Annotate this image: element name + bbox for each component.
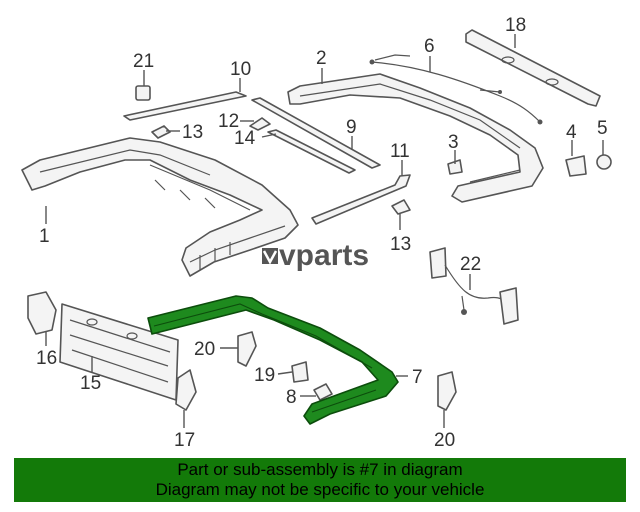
callout-numbers: 1 2 3 4 5 6 7 8 9 10 11 12 13 13 14 15 1… <box>36 15 608 451</box>
leader-lines <box>45 34 604 428</box>
callout-17: 17 <box>174 430 195 451</box>
callout-19: 19 <box>254 365 275 386</box>
callout-16: 16 <box>36 348 57 369</box>
part-upper-bumper-shell <box>287 73 544 203</box>
footer-banner: Part or sub-assembly is #7 in diagram Di… <box>14 458 626 502</box>
part-left-brackets <box>27 291 197 411</box>
callout-12: 12 <box>218 111 239 132</box>
callout-8: 8 <box>286 387 297 408</box>
callout-20-left: 20 <box>194 339 215 360</box>
footer-line-part-note: Part or sub-assembly is #7 in diagram <box>177 460 463 479</box>
part-right-brackets <box>237 331 457 411</box>
callout-1: 1 <box>39 226 50 247</box>
part-reinforcement-bar <box>465 29 601 107</box>
callout-13-lower: 13 <box>390 234 411 255</box>
part-sensor-harness <box>429 247 519 325</box>
callout-15: 15 <box>80 373 101 394</box>
callout-3: 3 <box>448 132 459 153</box>
callout-4: 4 <box>566 122 577 143</box>
callout-6: 6 <box>424 36 435 57</box>
callout-7: 7 <box>412 367 423 388</box>
callout-18: 18 <box>505 15 526 36</box>
callout-11: 11 <box>390 141 410 162</box>
part-7-highlighted-panel <box>147 295 399 425</box>
parts-diagram: 1 2 3 4 5 6 7 8 9 10 11 12 13 13 14 15 1… <box>21 15 612 451</box>
callout-22: 22 <box>460 254 481 275</box>
callout-14: 14 <box>234 128 256 149</box>
footer-line-disclaimer: Diagram may not be specific to your vehi… <box>155 480 485 499</box>
callout-21: 21 <box>133 51 154 72</box>
callout-2: 2 <box>316 48 327 69</box>
watermark-brand: vparts <box>279 239 369 272</box>
part-clips <box>135 85 612 215</box>
callout-13-upper: 13 <box>182 122 203 143</box>
callout-9: 9 <box>346 117 357 138</box>
part-bumper-cover <box>21 137 299 277</box>
callout-20-right: 20 <box>434 430 455 451</box>
part-wire-harness <box>369 54 543 125</box>
vparts-watermark: vparts <box>262 239 369 272</box>
callout-10: 10 <box>230 59 251 80</box>
callout-5: 5 <box>597 118 608 139</box>
chevron-v-icon <box>262 248 278 265</box>
part-trim-strips <box>123 91 411 225</box>
